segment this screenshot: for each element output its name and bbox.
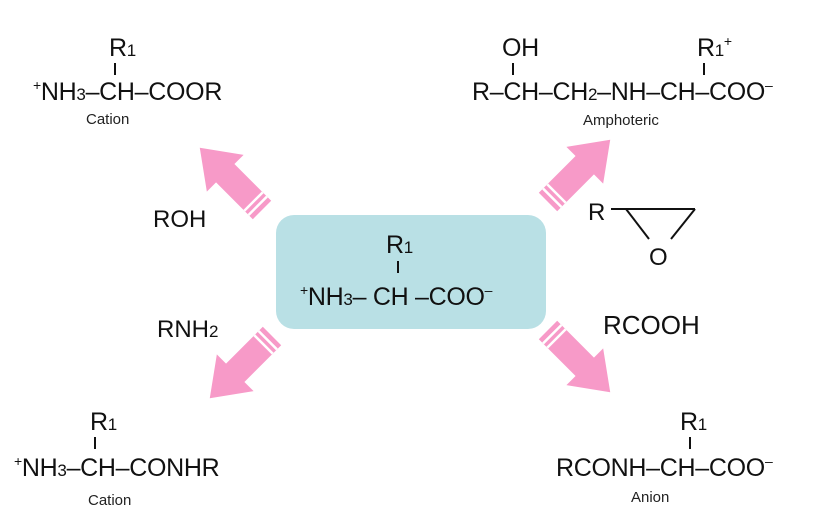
epoxide-ring-icon [611,208,696,240]
top-right-label: Amphoteric [583,112,659,129]
amino-acid-box [276,215,546,329]
top-left-substituent: R1 [109,34,136,62]
reagent-epoxide-r: R [588,199,606,226]
top-right-bond-oh [512,63,514,75]
top-right-hydroxyl: OH [502,34,539,62]
arrow-to-top-left [199,147,272,220]
arrow-to-top-right [538,139,611,212]
top-right-substituent: R1+ [697,33,732,62]
bottom-left-substituent: R1 [90,408,117,436]
reagent-alcohol: ROH [153,206,207,233]
bottom-left-label: Cation [88,492,132,509]
center-bond [397,261,399,273]
top-right-formula: R–CH–CH2–NH–CH–COO– [472,77,773,106]
top-left-formula: +NH3–CH–COOR [33,77,223,106]
center-formula: +NH3– CH –COO– [300,282,493,311]
reagent-acid: RCOOH [603,310,700,340]
reagent-amine: RNH2 [157,316,219,343]
top-right-bond-r1 [703,63,705,75]
bottom-right-substituent: R1 [680,408,707,436]
bottom-right-label: Anion [631,489,670,506]
bottom-right-formula: RCONH–CH–COO– [556,453,773,482]
arrow-to-bottom-left [209,326,282,399]
bottom-left-bond [94,437,96,449]
top-left-bond [114,63,116,75]
bottom-left-formula: +NH3–CH–CONHR [14,453,220,482]
reagent-epoxide-oxygen: O [649,244,668,271]
bottom-right-bond [689,437,691,449]
center-substituent: R1 [386,231,413,259]
arrow-to-bottom-right [538,320,611,393]
top-left-label: Cation [86,111,130,128]
